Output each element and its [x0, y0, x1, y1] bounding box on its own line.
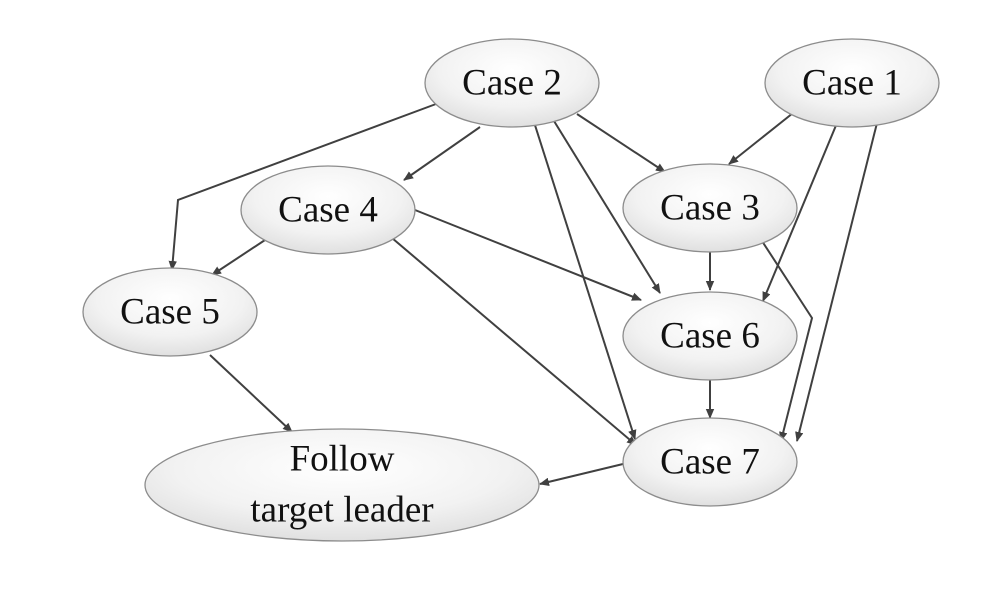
edge-case4-case5: [211, 239, 266, 276]
edge-case2-case3: [576, 113, 666, 173]
edge-case4-case6: [414, 209, 642, 301]
node-case3: Case 3: [622, 163, 798, 253]
edge-case4-case7: [391, 237, 637, 446]
node-case2-label: Case 2: [462, 63, 562, 104]
node-case7: Case 7: [622, 417, 798, 507]
edge-case2-case5: [168, 103, 437, 271]
edge-case1-case7: [795, 122, 878, 442]
node-follow-label-line2: target leader: [250, 490, 433, 531]
edge-case2-case6: [553, 120, 661, 294]
edge-case7-follow: [539, 463, 624, 486]
node-case7-label: Case 7: [660, 442, 760, 483]
node-case3-label: Case 3: [660, 188, 760, 229]
edge-case1-case3: [728, 112, 794, 165]
node-case4-label: Case 4: [278, 190, 378, 231]
edge-case1-case6: [762, 122, 838, 302]
node-case1-label: Case 1: [802, 63, 902, 104]
node-follow-label-line1: Follow: [290, 439, 395, 480]
edge-case2-case7: [533, 121, 637, 440]
node-case5: Case 5: [82, 267, 258, 357]
edges-layer: [168, 103, 878, 486]
edge-case5-follow: [209, 354, 293, 433]
node-case4: Case 4: [240, 165, 416, 255]
node-case6-label: Case 6: [660, 316, 760, 357]
node-follow-target-leader: Follow target leader: [144, 428, 540, 542]
node-case6: Case 6: [622, 291, 798, 381]
node-case1: Case 1: [764, 38, 940, 128]
edge-case3-case7: [761, 240, 814, 442]
node-case5-label: Case 5: [120, 292, 220, 333]
node-case2: Case 2: [424, 38, 600, 128]
edge-case2-case4: [403, 126, 481, 181]
